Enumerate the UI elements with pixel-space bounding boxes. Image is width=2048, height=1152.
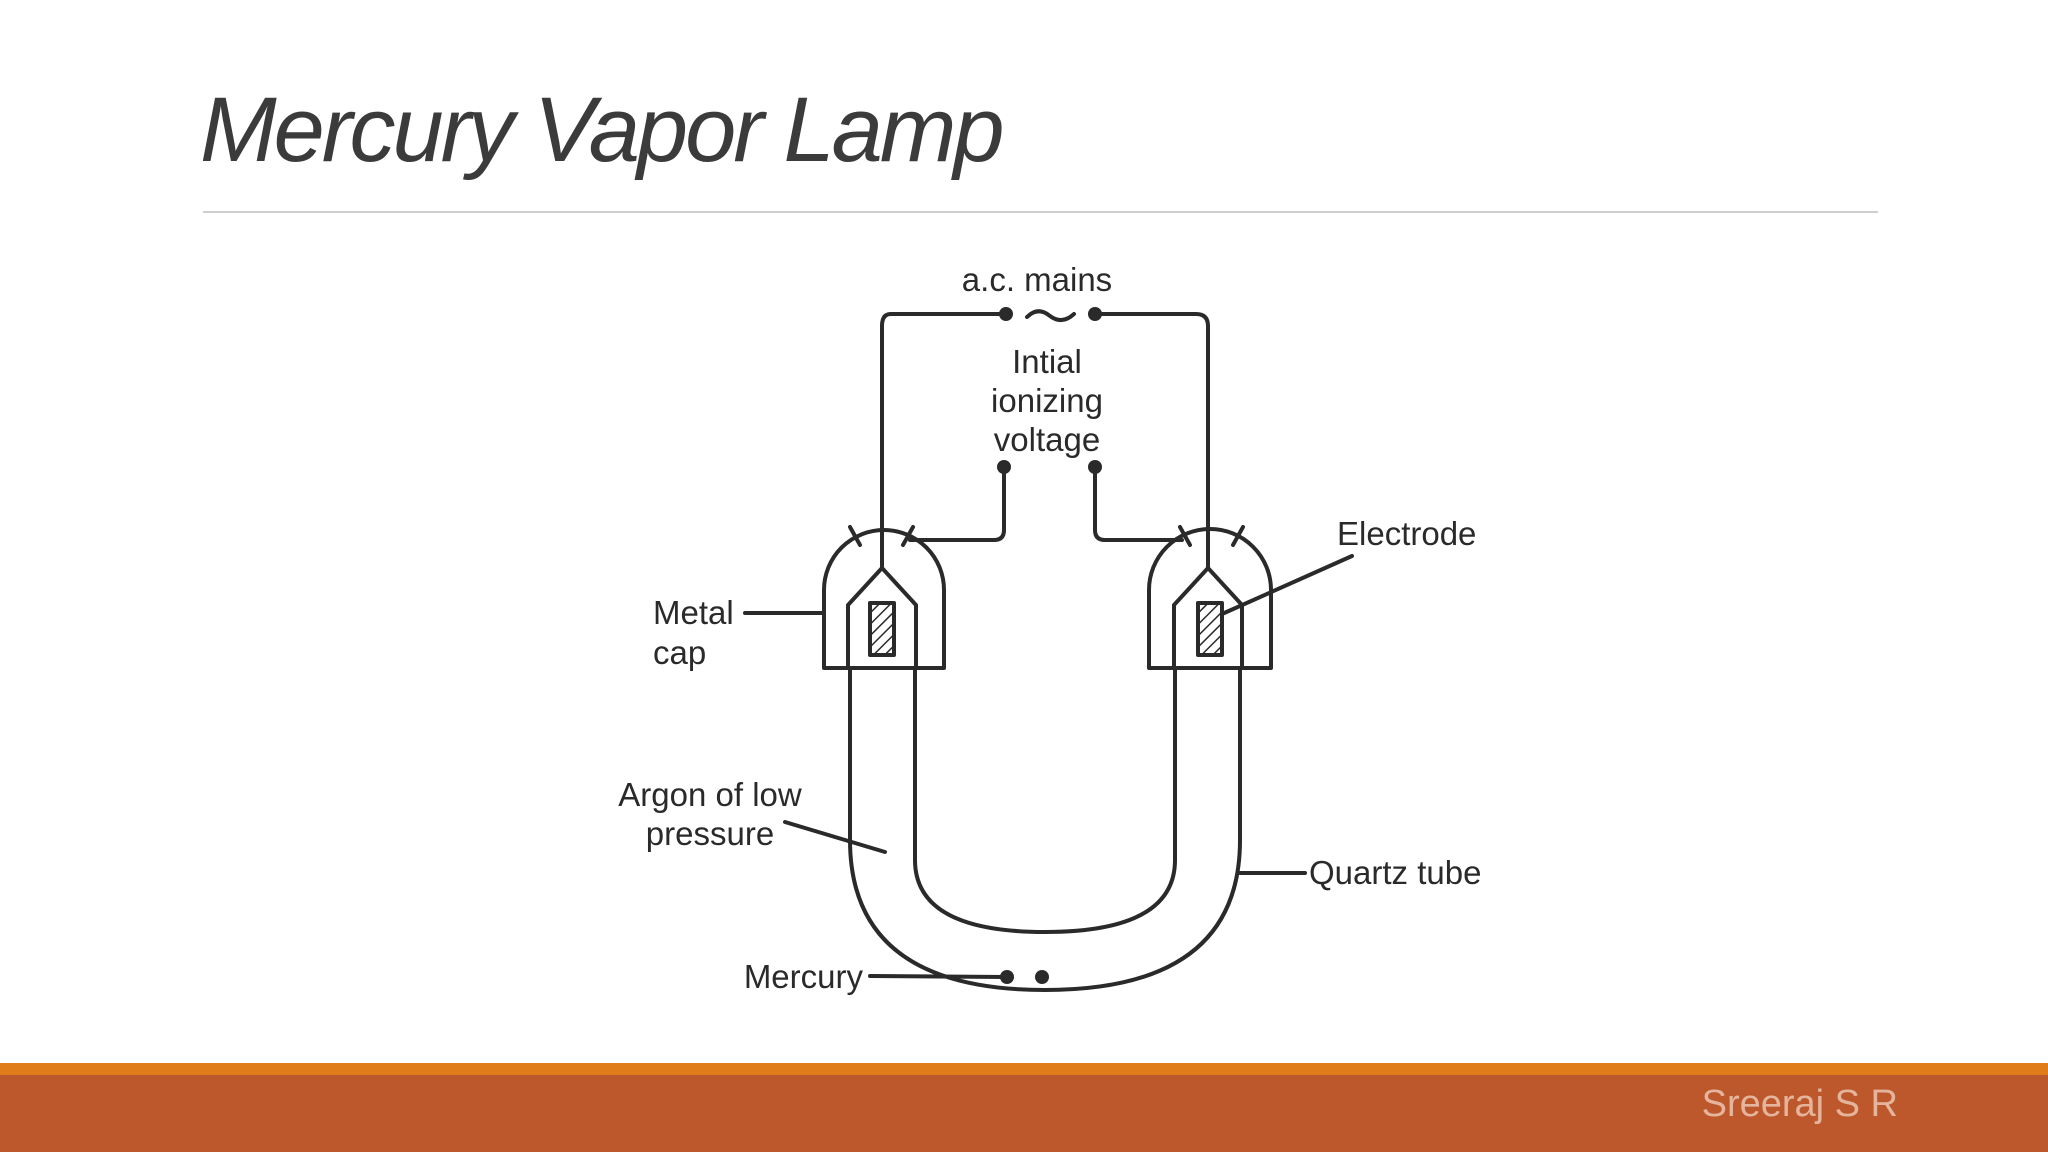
leader-mercury [868, 974, 1008, 979]
ac-symbol [1025, 309, 1076, 322]
ionizing-wire-left [908, 466, 1006, 542]
terminal-ac-right [1088, 307, 1102, 321]
label-metal-cap-2: cap [653, 634, 706, 671]
mercury-drop-1 [1000, 970, 1014, 984]
label-ac-mains: a.c. mains [962, 261, 1112, 298]
label-argon-1: Argon of low [618, 776, 802, 813]
terminal-ionizing-left [997, 460, 1011, 474]
label-quartz-tube: Quartz tube [1309, 854, 1481, 891]
metal-cap-left [822, 528, 946, 670]
footer-accent-bar [0, 1063, 2048, 1075]
label-mercury: Mercury [744, 958, 864, 995]
footer-bar [0, 1075, 2048, 1152]
quartz-tube-inner [913, 666, 1177, 934]
leader-argon [783, 820, 887, 854]
title-divider [203, 211, 1878, 213]
label-ionizing-2: ionizing [991, 382, 1103, 419]
label-argon-2: pressure [646, 815, 774, 852]
quartz-tube-outer [848, 666, 1242, 992]
mercury-lamp-diagram: a.c. mains Intial ionizing voltage Elect… [618, 261, 1481, 995]
electrode-right [1196, 601, 1224, 657]
label-ionizing-3: voltage [994, 421, 1100, 458]
author-name: Sreeraj S R [1701, 1083, 1898, 1125]
label-electrode: Electrode [1337, 515, 1476, 552]
electrode-holder-left [846, 566, 918, 670]
label-metal-cap-1: Metal [653, 594, 734, 631]
leader-electrode [1220, 554, 1354, 616]
terminal-ionizing-right [1088, 460, 1102, 474]
electrode-left [868, 601, 896, 657]
electrode-holder-right [1172, 566, 1244, 670]
ac-wire-right [1093, 312, 1210, 570]
mercury-drop-2 [1035, 970, 1049, 984]
label-ionizing-1: Intial [1012, 343, 1082, 380]
slide-title: Mercury Vapor Lamp [200, 79, 1005, 181]
ac-wire-left [880, 312, 1007, 570]
metal-cap-right [1147, 527, 1273, 670]
ionizing-wire-right [1093, 466, 1184, 542]
terminal-ac-left [999, 307, 1013, 321]
